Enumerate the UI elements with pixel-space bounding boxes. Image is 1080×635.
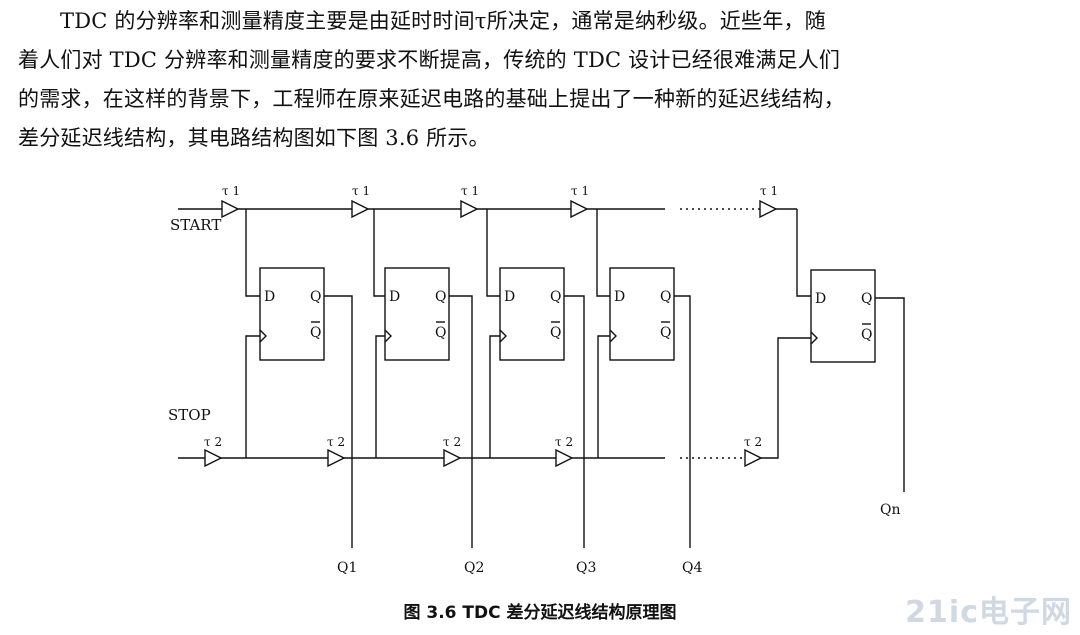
tau2-label: τ 2 [744, 435, 762, 449]
output-qn: Qn [880, 502, 901, 518]
tau1-label: τ 1 [222, 184, 240, 198]
qbar-label: Q [861, 327, 872, 343]
tau1-label: τ 1 [571, 184, 589, 198]
paragraph-line-3: 的需求，在这样的背景下，工程师在原来延迟电路的基础上提出了一种新的延迟线结构， [18, 87, 845, 111]
q-label: Q [310, 289, 321, 305]
paragraph-line-2: 着人们对 TDC 分辨率和测量精度的要求不断提高，传统的 TDC 设计已经很难满… [18, 48, 841, 72]
start-label: START [170, 216, 221, 234]
q-label: Q [435, 289, 446, 305]
output-q2: Q2 [464, 560, 484, 576]
output-q4: Q4 [682, 560, 702, 576]
qbar-label: Q [435, 325, 446, 341]
tau1-label: τ 1 [352, 184, 370, 198]
qbar-label: Q [550, 325, 561, 341]
differential-delay-line-diagram: START STOP τ 1 τ 1 τ 1 τ 1 τ 1 τ 2 τ 2 τ… [168, 184, 905, 576]
tau1-label: τ 1 [461, 184, 479, 198]
q-label: Q [550, 289, 561, 305]
stop-label: STOP [168, 406, 211, 424]
output-q1: Q1 [337, 560, 357, 576]
qbar-label: Q [660, 325, 671, 341]
tau2-label: τ 2 [555, 435, 573, 449]
d-label: D [504, 289, 515, 305]
d-label: D [389, 289, 400, 305]
tau2-label: τ 2 [327, 435, 345, 449]
qbar-label: Q [310, 325, 321, 341]
tau2-label: τ 2 [204, 435, 222, 449]
tau2-label: τ 2 [443, 435, 461, 449]
d-label: D [815, 291, 826, 307]
paragraph-line-4: 差分延迟线结构，其电路结构图如下图 3.6 所示。 [18, 126, 490, 150]
q-label: Q [861, 291, 872, 307]
figure-caption: 图 3.6 TDC 差分延迟线结构原理图 [403, 603, 677, 623]
q-label: Q [660, 289, 671, 305]
output-q3: Q3 [576, 560, 596, 576]
watermark-logo: 21ic电子网 [905, 595, 1072, 630]
paragraph-line-1: TDC 的分辨率和测量精度主要是由延时时间τ所决定，通常是纳秒级。近些年，随 [60, 9, 826, 33]
d-label: D [264, 289, 275, 305]
d-label: D [614, 289, 625, 305]
tau1-label: τ 1 [760, 184, 778, 198]
